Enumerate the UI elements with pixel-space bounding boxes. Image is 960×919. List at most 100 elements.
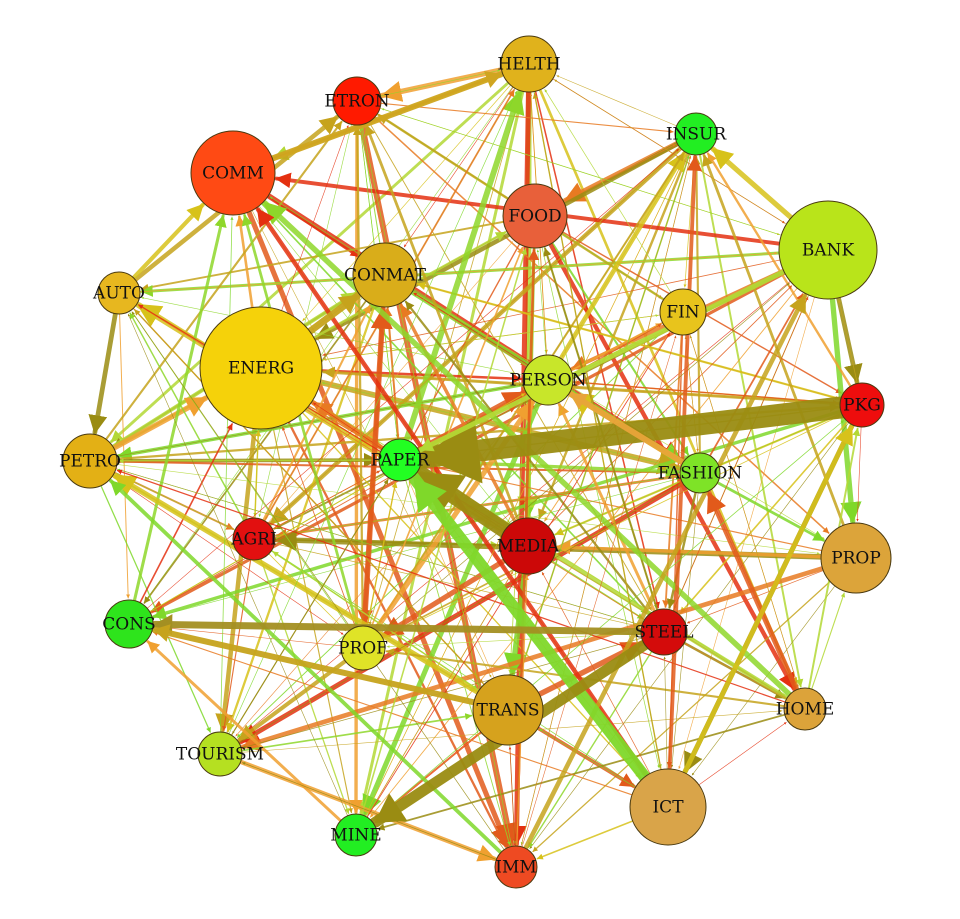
edge-auto-comm (131, 202, 205, 280)
edge-bank-ict (678, 296, 815, 769)
edge-etron-insur (380, 102, 674, 134)
edge-ict-pkg (682, 424, 855, 776)
node-home: HOME (776, 687, 835, 731)
edge-prop-ict (691, 585, 836, 776)
edge-helth-energ (302, 84, 511, 322)
edge-petro-prof (111, 475, 344, 635)
node-energ: ENERG (199, 306, 323, 430)
edge-media-trans (503, 571, 528, 677)
node-conmat: CONMAT (344, 242, 427, 308)
edge-etron-helth (380, 69, 501, 97)
node-label: TOURISM (176, 745, 264, 765)
edge-pkg-steel (679, 420, 849, 615)
node-circle (640, 608, 688, 656)
node-circle (190, 130, 276, 216)
major-edge-arrowhead (153, 624, 171, 642)
node-label: MEDIA (497, 537, 560, 557)
edge-agri-tourism (222, 559, 252, 731)
major-edge-comm-helth (269, 71, 504, 162)
edge-imm-bank (523, 293, 808, 851)
edge-helth-steel (534, 90, 660, 609)
node-circle (783, 687, 827, 731)
edge-cons-comm (132, 214, 227, 603)
edge-paper-imm (405, 479, 511, 846)
major-edge-arrowhead (421, 417, 483, 484)
node-bank: BANK (778, 200, 878, 300)
edge-person-food (536, 249, 547, 356)
edge-imm-trans (508, 746, 516, 847)
major-edge-trans-cons (151, 626, 477, 706)
node-circle (659, 288, 707, 336)
node-label: FASHION (658, 464, 743, 484)
edge-prof-energ (282, 426, 356, 628)
node-label: COMM (202, 164, 264, 184)
edge-home-mine (377, 713, 786, 831)
edge-ict-cons (153, 631, 633, 796)
edge-auto-petro (88, 311, 118, 435)
node-label: HOME (776, 700, 835, 720)
edge-prof-conmat (361, 306, 393, 629)
edge-media-conmat (399, 303, 517, 523)
edge-pkg-conmat (416, 281, 842, 401)
edge-petro-etron (105, 120, 343, 441)
edge-mine-pkg (371, 420, 845, 822)
node-insur: INSUR (666, 112, 727, 156)
node-label: ICT (652, 798, 684, 818)
node-label: BANK (802, 241, 855, 261)
edge-prop-tourism (240, 565, 825, 751)
node-prop: PROP (820, 522, 892, 594)
node-label: CONS (102, 615, 155, 635)
edge-food-ict (541, 246, 661, 769)
edge-bank-insur (710, 146, 794, 221)
node-circle (472, 674, 544, 746)
major-edge-arrowhead (570, 393, 589, 410)
node-label: ETRON (324, 92, 389, 112)
edge-trans-auto (133, 309, 485, 686)
node-circle (522, 354, 574, 406)
node-helth: HELTH (497, 35, 561, 93)
node-cons: CONS (102, 599, 156, 649)
edge-home-steel (685, 643, 787, 700)
edge-prof-paper (366, 481, 398, 628)
edge-insur-helth (556, 75, 677, 127)
node-auto: AUTO (92, 271, 145, 315)
edge-energ-tourism (215, 426, 257, 733)
edge-etron-prop (373, 116, 830, 534)
node-circle (679, 452, 721, 494)
edge-home-fin (689, 335, 800, 690)
edge-imm-insur (520, 155, 692, 847)
edge-fashion-prop (716, 481, 825, 542)
edge-tourism-trans (240, 713, 473, 752)
node-steel: STEEL (634, 608, 694, 656)
major-edge-steel-cons (151, 620, 645, 636)
node-label: PETRO (59, 452, 121, 472)
node-mine: MINE (330, 813, 382, 857)
edge-prop-insur (702, 154, 846, 527)
edge-ict-trans (539, 728, 636, 788)
edge-energ-comm (235, 215, 254, 309)
edge-home-fashion (706, 490, 800, 693)
edge-prof-etron (352, 125, 364, 628)
edge-insur-media (538, 152, 690, 520)
node-circle (500, 35, 558, 93)
node-circle (232, 517, 276, 561)
edge-cons-energ (139, 423, 233, 604)
node-pkg: PKG (839, 382, 885, 428)
edge-pkg-bank (837, 299, 858, 384)
edge-person-insur (558, 151, 687, 361)
node-food: FOOD (502, 183, 568, 249)
node-circle (629, 768, 707, 846)
node-label: MINE (330, 826, 381, 846)
edge-trans-agri (272, 551, 480, 692)
edge-agri-ict (271, 550, 635, 786)
edge-bank-energ (322, 259, 781, 357)
edge-agri-auto (129, 312, 245, 522)
node-label: TRANS (477, 701, 540, 721)
node-etron: ETRON (324, 76, 390, 126)
edge-media-bank (547, 285, 793, 527)
node-circle (378, 438, 422, 482)
node-label: ENERG (228, 359, 294, 379)
edge-bank-etron (381, 108, 782, 236)
edge-imm-auto (131, 311, 505, 851)
edge-tourism-fashion (238, 483, 682, 744)
